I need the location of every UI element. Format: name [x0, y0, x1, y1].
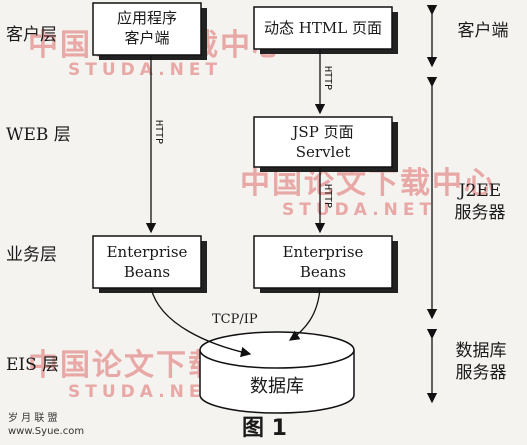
- box-app-client-text: 应用程序 客户端: [93, 8, 201, 48]
- edge-http-left-label: HTTP: [153, 120, 164, 145]
- watermark-en: STUDA.NET: [282, 200, 437, 220]
- edge-http-right-mid-label: HTTP: [322, 184, 333, 209]
- layer-web-label: WEB 层: [6, 125, 71, 145]
- db-server-line2: 服务器: [455, 363, 507, 383]
- box-ejb-left-text: Enterprise Beans: [93, 242, 201, 282]
- watermark-en: STUDA.NET: [68, 382, 223, 402]
- box-ejb-left: [92, 235, 207, 293]
- database-cylinder: [199, 331, 355, 414]
- j2ee-label-line1: J2EE: [458, 181, 502, 201]
- j2ee-label-line2: 服务器: [454, 203, 506, 223]
- db-server-label: 数据库 服务器: [442, 340, 520, 384]
- box-ejb-left-line2: Beans: [123, 263, 171, 281]
- edge-tcpip-right: [288, 287, 321, 341]
- j2ee-server-label: J2EE 服务器: [440, 180, 520, 224]
- box-app-client-line1: 应用程序: [116, 9, 177, 27]
- box-jsp-line2: Servlet: [295, 143, 351, 161]
- box-jsp-servlet: [253, 116, 398, 172]
- box-jsp-line1: JSP 页面: [292, 123, 354, 141]
- box-dynamic-html-text: 动态 HTML 页面: [264, 19, 382, 37]
- edge-http-right-top-label: HTTP: [322, 66, 333, 91]
- box-app-client: [92, 2, 207, 60]
- layer-eis-label: EIS 层: [6, 355, 60, 375]
- box-app-client-line2: 客户端: [124, 29, 170, 47]
- footer-site: 岁 月 联 盟 www.Syue.com: [8, 413, 85, 437]
- box-ejb-right-line2: Beans: [299, 263, 347, 281]
- layer-business-label: 业务层: [6, 245, 57, 265]
- layer-client-label: 客户层: [6, 25, 57, 45]
- db-server-line1: 数据库: [455, 341, 507, 361]
- box-ejb-right: [253, 235, 398, 293]
- figure-caption: 图 1: [242, 416, 287, 441]
- edge-tcpip-left: [150, 287, 252, 358]
- box-jsp-servlet-text: JSP 页面 Servlet: [254, 122, 392, 162]
- database-label: 数据库: [250, 376, 304, 397]
- watermark-en: STUDA.NET: [68, 60, 223, 80]
- edge-tcpip-label: TCP/IP: [212, 312, 258, 327]
- client-side-label: 客户端: [457, 21, 509, 41]
- box-dynamic-html: [253, 6, 398, 54]
- box-ejb-right-text: Enterprise Beans: [254, 242, 392, 282]
- box-ejb-left-line1: Enterprise: [106, 243, 188, 261]
- box-ejb-right-line1: Enterprise: [282, 243, 364, 261]
